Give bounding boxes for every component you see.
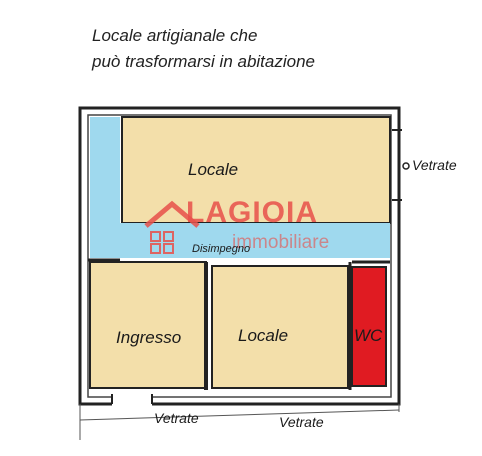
room-wc [351, 266, 387, 387]
window-hinge [402, 162, 410, 170]
title-line-1: Locale artigianale che [92, 26, 258, 45]
room-locale-bottom [211, 265, 349, 389]
watermark-logo [144, 200, 200, 254]
entrance-gap [112, 394, 152, 406]
inner-wall [87, 114, 392, 398]
room-label-ingresso: Ingresso [116, 328, 182, 347]
room-label-disimpegno: Disimpegno [192, 243, 251, 255]
room-label-locale-top: Locale [188, 160, 239, 179]
watermark-sub: immobiliare [232, 232, 330, 253]
room-label-locale-bottom: Locale [238, 326, 289, 345]
room-label-wc: WC [354, 326, 383, 345]
label-vetrate-bottom-left: Vetrate [154, 410, 199, 426]
label-vetrate-right: Vetrate [412, 157, 457, 173]
title-line-2: può trasformarsi in abitazione [92, 52, 316, 71]
label-vetrate-bottom-right: Vetrate [279, 414, 324, 430]
corridor-horizontal [90, 223, 390, 258]
watermark-brand: LAGIOIA [186, 196, 318, 229]
frontage-line [79, 409, 400, 421]
room-ingresso [89, 261, 207, 389]
